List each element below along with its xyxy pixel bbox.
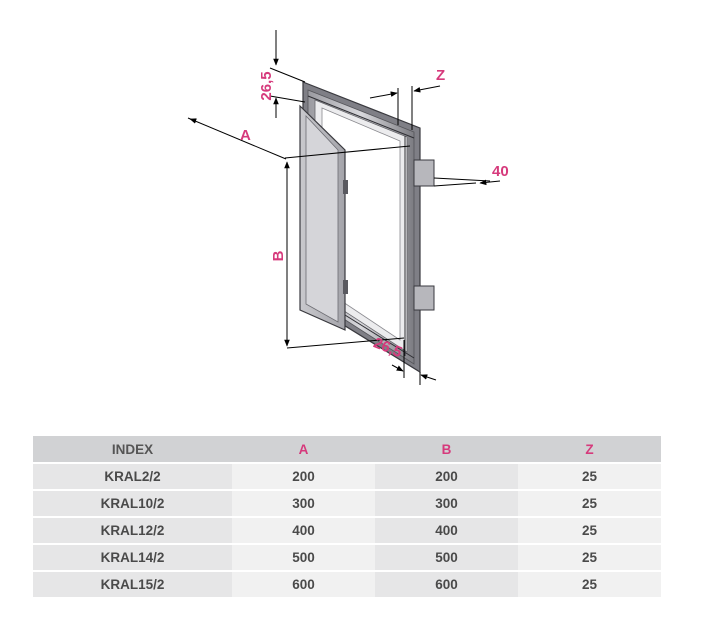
mounting-brackets: [413, 159, 435, 311]
table-row: KRAL12/2 400 400 25: [33, 516, 661, 543]
dimension-table: INDEX A B Z KRAL2/2 200 200 25 KRAL10/2 …: [33, 436, 661, 597]
cell-a: 400: [232, 516, 375, 543]
dim-label-b: B: [270, 250, 287, 261]
cell-a: 500: [232, 543, 375, 570]
cell-z: 25: [518, 543, 661, 570]
dim-label-top: 26,5: [258, 71, 275, 100]
cell-b: 200: [375, 462, 518, 489]
dimension-lines: [187, 30, 501, 385]
cell-index: KRAL15/2: [33, 570, 232, 597]
table-row: KRAL15/2 600 600 25: [33, 570, 661, 597]
dim-label-40: 40: [492, 163, 509, 180]
cell-index: KRAL12/2: [33, 516, 232, 543]
access-door-dimension-drawing: 26,5 Z A B 40 26,5: [187, 30, 509, 385]
dim-label-a: A: [240, 127, 251, 144]
cell-b: 300: [375, 489, 518, 516]
header-index: INDEX: [33, 436, 232, 462]
cell-b: 600: [375, 570, 518, 597]
header-z: Z: [518, 436, 661, 462]
cell-z: 25: [518, 516, 661, 543]
door-panel: [299, 104, 348, 331]
cell-index: KRAL10/2: [33, 489, 232, 516]
cell-z: 25: [518, 462, 661, 489]
cell-b: 400: [375, 516, 518, 543]
table-row: KRAL14/2 500 500 25: [33, 543, 661, 570]
cell-a: 300: [232, 489, 375, 516]
cell-b: 500: [375, 543, 518, 570]
header-a: A: [232, 436, 375, 462]
header-b: B: [375, 436, 518, 462]
cell-a: 200: [232, 462, 375, 489]
table-header-row: INDEX A B Z: [33, 436, 661, 462]
table-row: KRAL10/2 300 300 25: [33, 489, 661, 516]
dim-label-z: Z: [436, 67, 445, 84]
cell-a: 600: [232, 570, 375, 597]
cell-z: 25: [518, 570, 661, 597]
cell-z: 25: [518, 489, 661, 516]
cell-index: KRAL14/2: [33, 543, 232, 570]
cell-index: KRAL2/2: [33, 462, 232, 489]
table-row: KRAL2/2 200 200 25: [33, 462, 661, 489]
